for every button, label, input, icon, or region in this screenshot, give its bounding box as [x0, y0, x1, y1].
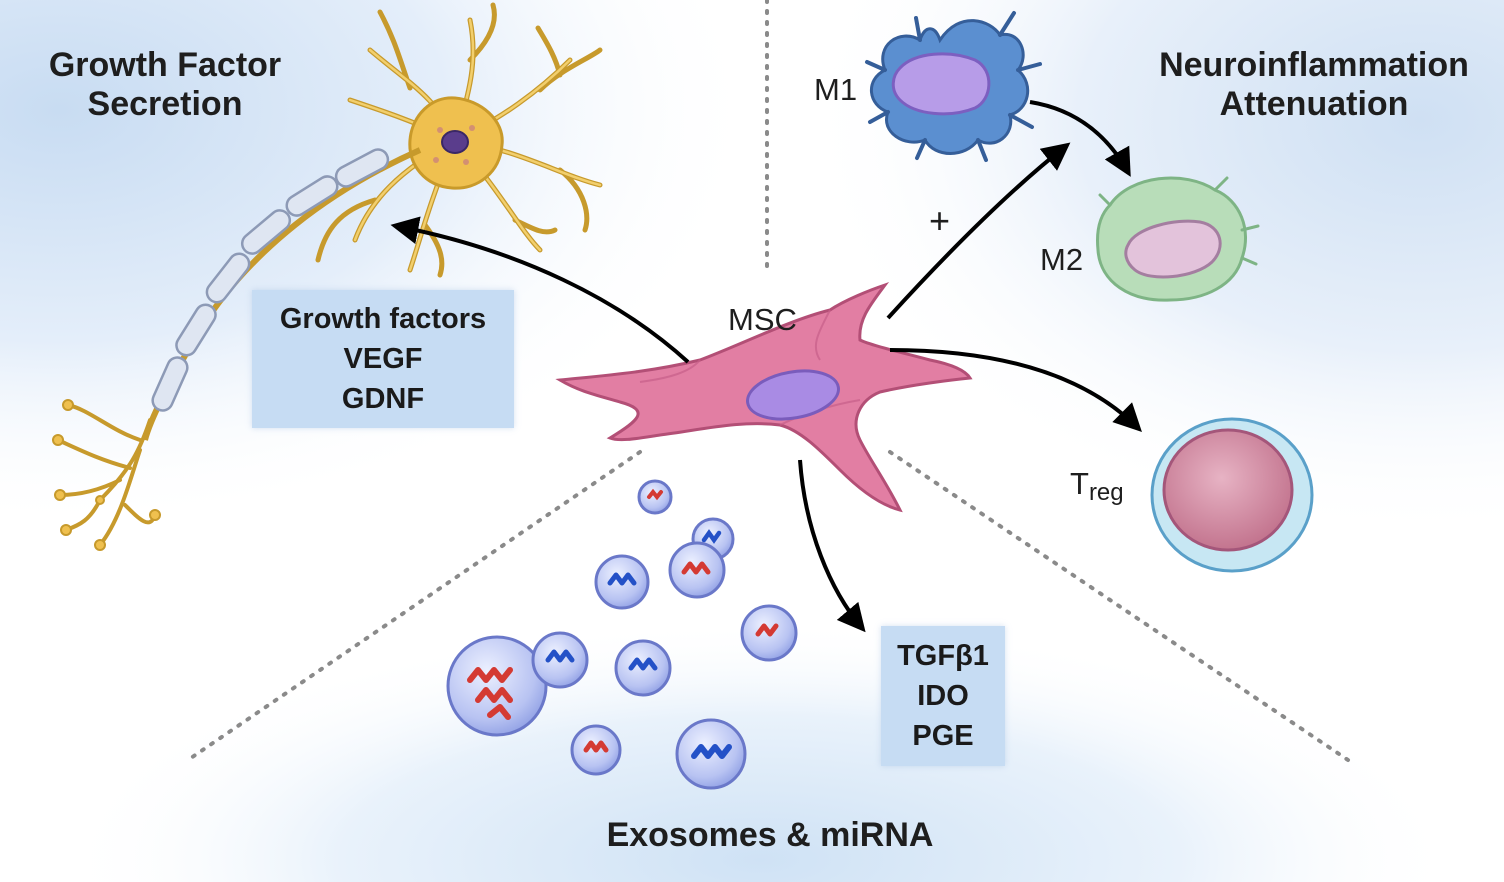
- growth-box-line1: Growth factors: [279, 303, 487, 335]
- m1-macrophage-icon: [865, 11, 1042, 162]
- exosome-icon: [637, 479, 673, 515]
- arrow-msc-to-m2: [886, 142, 1071, 320]
- growth-box-line3: GDNF: [341, 383, 425, 415]
- exosome-icon: [614, 639, 672, 697]
- msc-cell-icon: [555, 282, 973, 513]
- exosome-icon: [446, 635, 548, 737]
- immune-box-line1: TGFβ1: [897, 640, 989, 672]
- exosome-icon: [594, 554, 650, 610]
- exosome-icon: [570, 724, 622, 776]
- treg-cell-icon: [1150, 417, 1314, 573]
- divider-bottom-left: [186, 450, 642, 762]
- m1-label: M1: [814, 72, 858, 107]
- plus-sign: +: [929, 200, 951, 241]
- arrows: [390, 100, 1142, 633]
- section-dividers: [186, 0, 1350, 762]
- m2-macrophage-icon: [1096, 176, 1260, 302]
- arrow-msc-to-treg: [889, 348, 1142, 432]
- arrow-m1-to-m2: [1029, 100, 1131, 177]
- growth-factors-box: Growth factors VEGF GDNF: [252, 290, 514, 428]
- section-title-growth-factor: Growth Factor Secretion: [48, 46, 282, 124]
- section-title-neuroinflammation: Neuroinflammation Attenuation: [1159, 46, 1469, 124]
- immune-box-line2: IDO: [917, 680, 969, 712]
- immunomodulatory-factors-box: TGFβ1 IDO PGE: [881, 626, 1005, 766]
- treg-label-sub: reg: [1088, 479, 1124, 506]
- immune-box-line3: PGE: [912, 720, 974, 752]
- arrow-msc-to-neuron: [390, 216, 690, 364]
- growth-box-line2: VEGF: [343, 343, 423, 375]
- arrow-msc-to-factors: [798, 459, 866, 633]
- exosome-icon: [531, 631, 589, 689]
- msc-label: MSC: [728, 302, 797, 337]
- neuron-icon: [52, 2, 603, 551]
- m2-label: M2: [1040, 242, 1084, 277]
- exosome-icon: [668, 541, 726, 599]
- exosome-icon: [740, 604, 798, 662]
- treg-label: Treg: [1070, 466, 1124, 507]
- treg-label-main: T: [1070, 466, 1089, 501]
- section-title-exosomes: Exosomes & miRNA: [606, 816, 934, 854]
- exosome-group: [446, 479, 798, 790]
- divider-bottom-right: [888, 450, 1350, 762]
- exosome-icon: [675, 718, 747, 790]
